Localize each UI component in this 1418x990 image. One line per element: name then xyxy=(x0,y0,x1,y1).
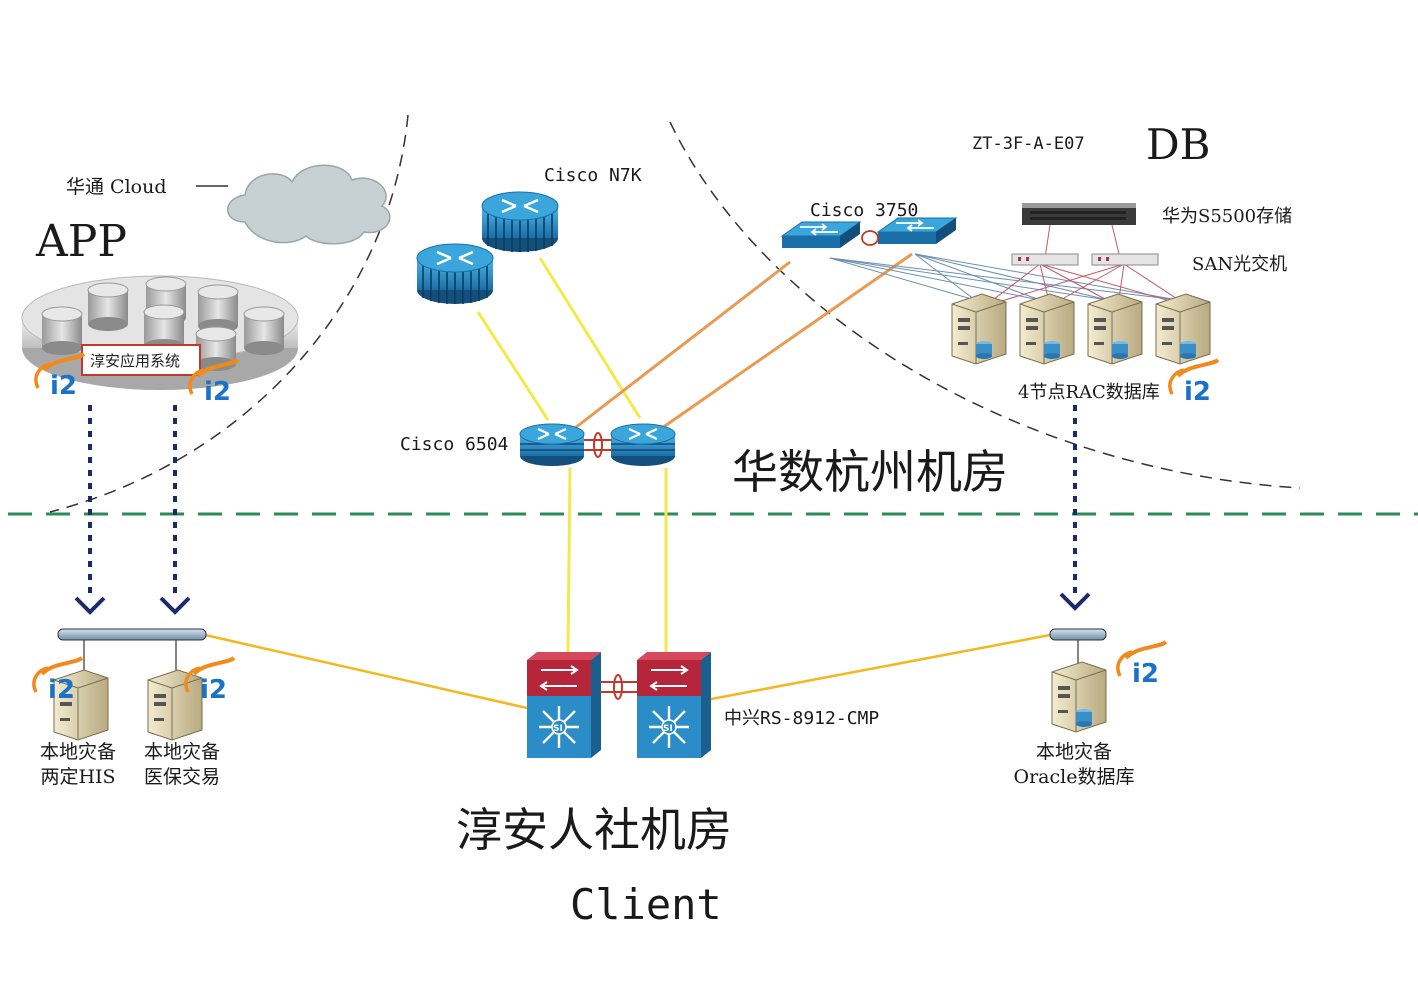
app-label: APP xyxy=(36,216,127,267)
san-switch-icon xyxy=(1011,253,1159,266)
link-6504-zte xyxy=(566,467,668,653)
zt-code-label: ZT-3F-A-E07 xyxy=(972,134,1085,154)
cloud-icon xyxy=(227,164,391,245)
local-dr-oracle-label: 本地灾备 xyxy=(1035,741,1112,763)
cisco-3750-label: Cisco 3750 xyxy=(810,200,919,221)
local-dr-med-sublabel: 医保交易 xyxy=(143,766,220,788)
app-system-box xyxy=(81,344,201,376)
i2-logo-icon xyxy=(31,656,84,707)
huawei-storage-label: 华为S5500存储 xyxy=(1162,206,1293,227)
local-dr-med-label: 本地灾备 xyxy=(143,741,220,763)
local-dr-his-label: 本地灾备 xyxy=(39,741,116,763)
local-network-bar xyxy=(1049,628,1107,641)
zte-switch-label: 中兴RS-8912-CMP xyxy=(724,708,880,729)
server-icon xyxy=(1019,293,1075,365)
chunan-room-label: 淳安人社机房 xyxy=(456,803,732,857)
server-icon xyxy=(951,293,1007,365)
i2-logo-icon xyxy=(1115,640,1168,691)
cloud-label: 华通 Cloud xyxy=(66,176,167,198)
server-icon xyxy=(1051,661,1107,733)
san-links xyxy=(829,224,1189,307)
client-label: Client xyxy=(570,880,722,929)
switch-icon xyxy=(525,650,603,760)
6504-stack-link xyxy=(584,432,612,458)
switch-icon xyxy=(635,650,713,760)
server-icon xyxy=(1155,293,1211,365)
db-label: DB xyxy=(1146,120,1211,169)
router-icon xyxy=(415,242,495,306)
cisco-n7k-label: Cisco N7K xyxy=(544,165,642,186)
i2-logo-icon xyxy=(1167,358,1220,409)
link-3750-6504 xyxy=(574,252,913,430)
rac-db-label: 4节点RAC数据库 xyxy=(1018,382,1160,403)
local-dr-his-sublabel: 两定HIS xyxy=(40,766,116,788)
huashu-room-label: 华数杭州机房 xyxy=(732,445,1008,499)
san-switch-label: SAN光交机 xyxy=(1192,254,1288,275)
switch-icon xyxy=(877,217,957,245)
storage-array-icon xyxy=(1022,203,1136,225)
switch-icon xyxy=(781,221,861,249)
3750-stack-link xyxy=(861,230,879,246)
router-icon xyxy=(480,190,560,254)
db-zone-boundary xyxy=(669,121,1301,489)
local-dr-oracle-sublabel: Oracle数据库 xyxy=(1013,766,1135,788)
cisco-6504-label: Cisco 6504 xyxy=(400,434,509,455)
server-icon xyxy=(1087,293,1143,365)
app-system-label: 淳安应用系统 xyxy=(90,352,181,370)
zte-stack-link xyxy=(600,674,637,700)
arrow-head-icon xyxy=(74,596,106,615)
database-cylinder-icon xyxy=(41,276,285,371)
local-network-bar xyxy=(57,628,207,641)
router-icon xyxy=(609,422,677,468)
server-icon xyxy=(147,669,203,741)
router-icon xyxy=(518,422,586,468)
arrow-head-icon xyxy=(159,596,191,615)
arrow-head-icon xyxy=(1059,592,1091,611)
link-zte-local xyxy=(204,633,1051,710)
app-zone-boundary xyxy=(49,114,409,513)
